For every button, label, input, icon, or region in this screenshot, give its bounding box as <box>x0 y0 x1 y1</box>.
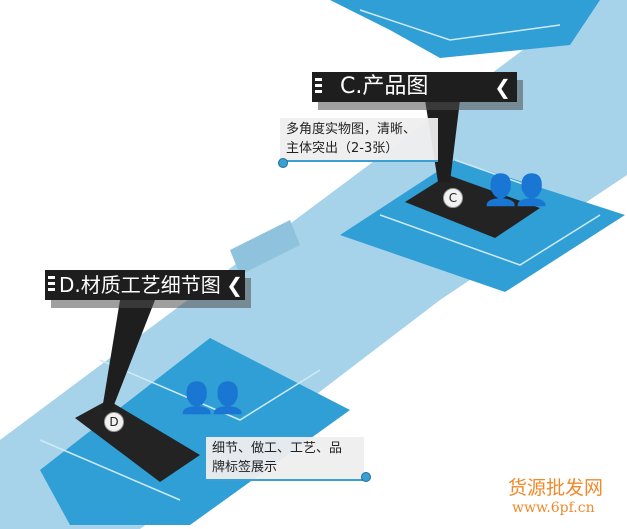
description-line: 主体突出（2-3张） <box>286 141 399 156</box>
step-d-badge: D <box>104 412 124 432</box>
callout-dot <box>278 158 288 168</box>
chevron-left-icon: ❮ <box>494 75 511 99</box>
tile-c <box>405 175 540 238</box>
platform-c-lines <box>379 214 601 266</box>
step-c-title-bar: C.产品图 ❮ <box>312 72 517 102</box>
watermark-name: 货源批发网 <box>508 477 604 499</box>
platform-d-lines <box>99 359 321 421</box>
platform-c-lines <box>454 159 541 191</box>
people-icon: 👤👤 <box>482 173 551 208</box>
platform-d <box>40 338 350 525</box>
description-line: 细节、做工、工艺、品 <box>212 441 343 456</box>
description-line: 多角度实物图，清晰、 <box>286 122 417 137</box>
stripes-icon <box>315 78 322 96</box>
step-d-description: 细节、做工、工艺、品 牌标签展示 <box>206 437 364 481</box>
top-platform-lines <box>359 9 561 41</box>
step-c-description: 多角度实物图，清晰、 主体突出（2-3张） <box>280 118 438 162</box>
callout-dot <box>361 472 371 482</box>
top-platform <box>330 0 600 58</box>
step-d-title: D.材质工艺细节图 <box>59 273 221 297</box>
stripes-icon <box>48 276 55 294</box>
description-line: 牌标签展示 <box>212 460 278 475</box>
watermark-url: www.6pf.cn <box>512 500 595 516</box>
step-d-title-bar: D.材质工艺细节图 ❮ <box>45 270 245 300</box>
people-icon: 👤👤 <box>178 381 247 416</box>
band-shadow <box>230 220 300 275</box>
platform-d-lines <box>39 439 181 501</box>
step-c-badge: C <box>443 188 463 208</box>
chevron-left-icon: ❮ <box>226 273 243 297</box>
pointer-d <box>102 300 155 410</box>
step-c-title: C.产品图 <box>340 74 429 99</box>
